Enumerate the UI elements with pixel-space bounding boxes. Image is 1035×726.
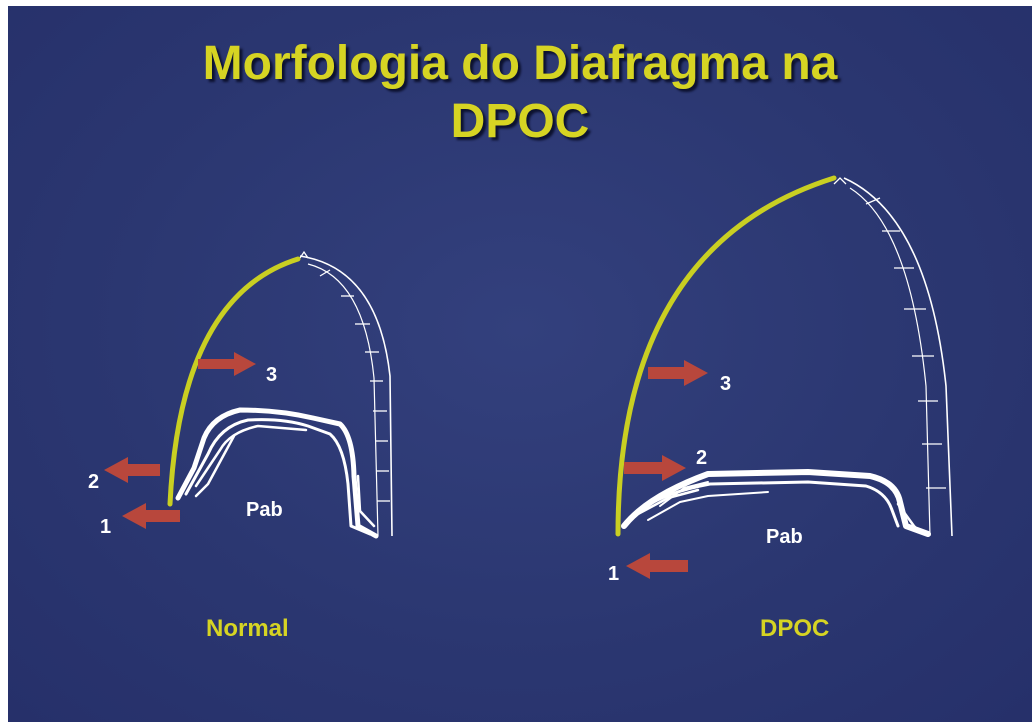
normal-caption: Normal <box>206 615 289 642</box>
dpoc-diaphragm <box>618 178 834 534</box>
normal-ribcage-inner <box>308 264 378 536</box>
normal-arrow-1-label: 1 <box>100 516 111 538</box>
dpoc-abdomen-outline <box>624 472 928 534</box>
dpoc-arrow-2-label: 2 <box>696 447 707 469</box>
normal-diaphragm <box>170 259 298 504</box>
dpoc-arrow-1 <box>626 553 688 579</box>
dpoc-caption: DPOC <box>760 615 829 642</box>
slide: Morfologia do Diafragma na DPOC <box>8 6 1032 722</box>
dpoc-panel: 3 2 1 Pab DPOC <box>608 178 952 642</box>
normal-arrow-2 <box>104 457 160 483</box>
dpoc-arrow-3-label: 3 <box>720 373 731 395</box>
dpoc-ribcage-outline <box>844 178 952 536</box>
normal-arrow-1 <box>122 503 180 529</box>
dpoc-arrow-3 <box>648 360 708 386</box>
normal-panel: 3 2 1 Pab Normal <box>88 252 392 642</box>
dpoc-arrow-2 <box>624 455 686 481</box>
diaphragm-diagram: 3 2 1 Pab Normal <box>8 6 1032 722</box>
normal-pab-label: Pab <box>246 499 283 521</box>
normal-arrow-2-label: 2 <box>88 471 99 493</box>
normal-arrow-3 <box>198 352 256 376</box>
dpoc-pab-label: Pab <box>766 526 803 548</box>
normal-arrow-3-label: 3 <box>266 364 277 386</box>
dpoc-arrow-1-label: 1 <box>608 563 619 585</box>
normal-ribcage-outline <box>300 256 392 536</box>
dpoc-rib-ticks <box>834 178 946 488</box>
